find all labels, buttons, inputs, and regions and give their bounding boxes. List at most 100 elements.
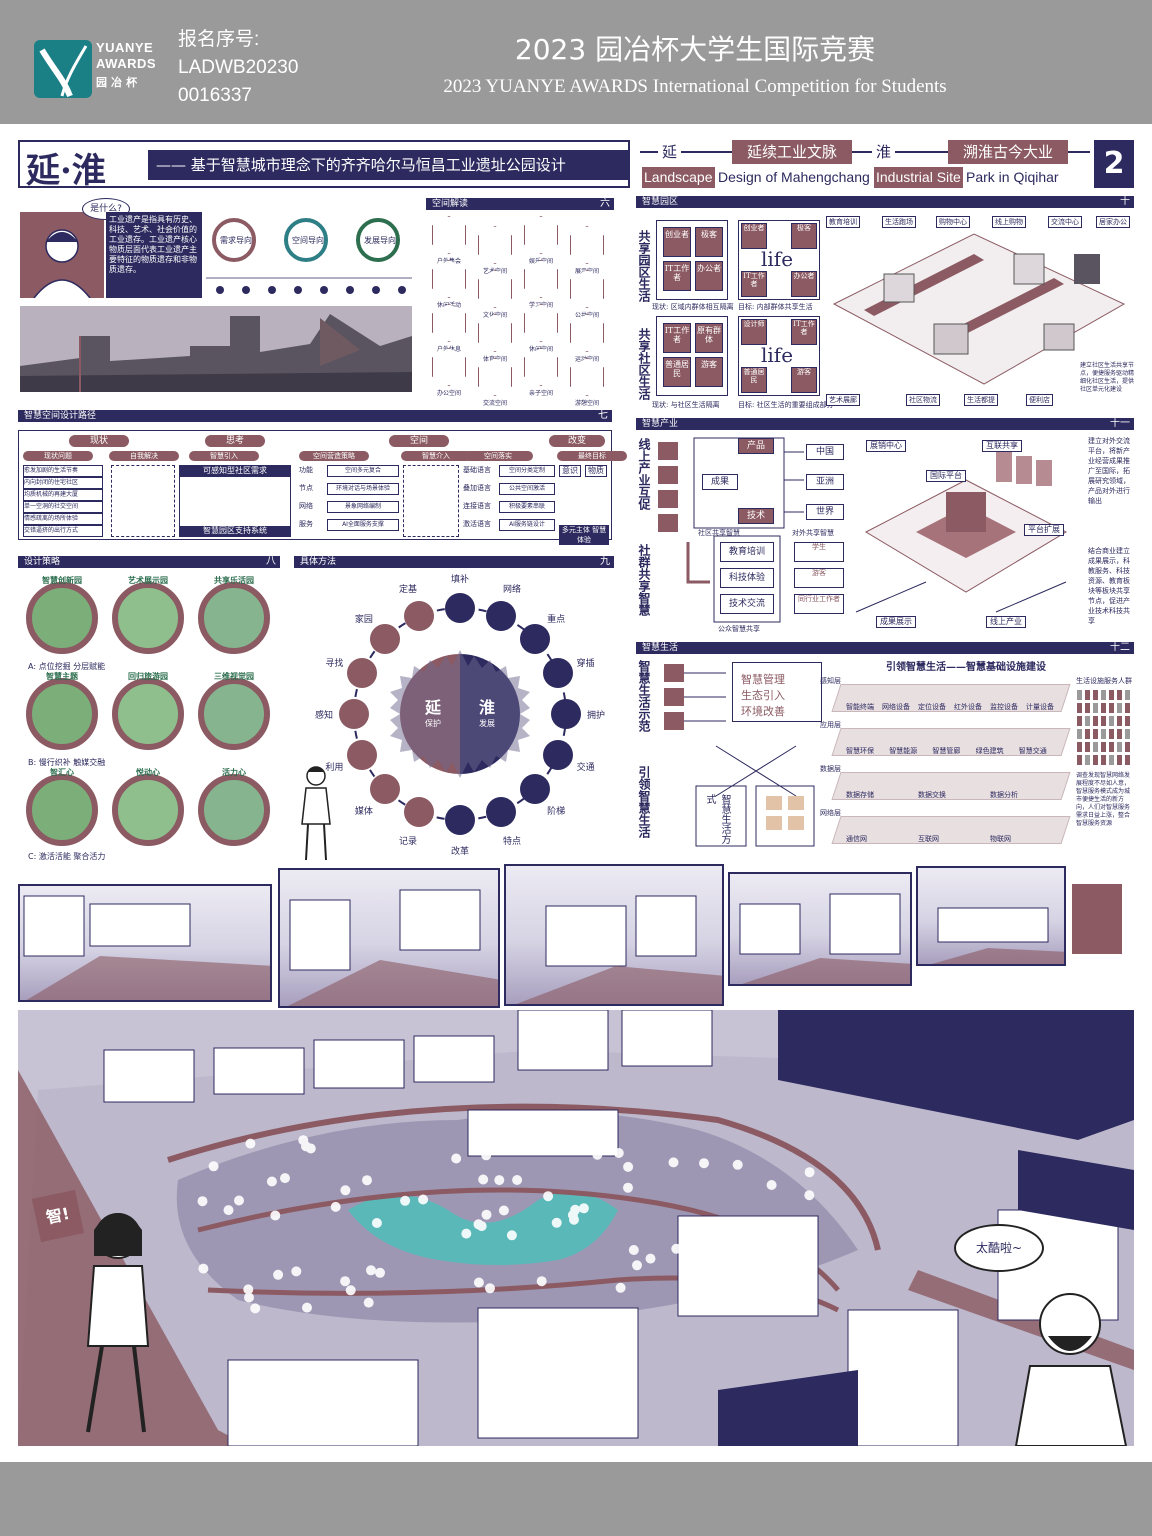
reg-number-1: LADWB20230 xyxy=(178,57,299,78)
person-icon xyxy=(1077,729,1082,739)
path-strategy-value: 空间多元复合 xyxy=(327,465,399,477)
life-v2: 引领智慧生活 xyxy=(637,766,651,838)
person-icon xyxy=(1125,716,1130,726)
path-subtab: 现状问题 xyxy=(23,451,93,461)
tree-icon xyxy=(418,1194,429,1205)
person-icon xyxy=(1085,716,1090,726)
slogan-char-2: 淮 xyxy=(872,140,896,164)
park-isometric-illustration: 教育培训生活跑场购物中心线上购物交流中心居家办公艺术展廊社区物流生活都提便利店 xyxy=(824,214,1134,410)
tree-icon xyxy=(481,1150,492,1161)
person-icon xyxy=(1117,703,1122,713)
life-side-note: 调查发现智慧网络发展程度不尽如人意，智慧服务模式成为城市便捷生活的新方向，人们对… xyxy=(1076,772,1131,827)
path-goal-label: 多元主体 智慧体验 xyxy=(559,525,609,545)
person-icon xyxy=(1085,729,1090,739)
life-layer-item: 互联网 xyxy=(918,835,939,843)
eng-word-2: Design of Mahengchang xyxy=(718,169,870,185)
tree-icon xyxy=(461,1228,472,1239)
path-subtab-row: 现状问题自我解决智慧引入空间营造策略智慧介入空间落实最终目标 xyxy=(19,451,627,461)
tree-icon xyxy=(363,1297,374,1308)
park-group-box: 普通居民 xyxy=(741,367,767,393)
life-layer-item: 智能终端 xyxy=(846,703,874,711)
perspective-5 xyxy=(916,866,1066,966)
industry-edu-item: 教育培训 xyxy=(720,542,774,562)
intro-panel: 是什么? 工业遗产是指具有历史、科技、艺术、社会价值的工业遗存。工业遗产核心物质… xyxy=(20,198,412,302)
slogan-phrase-2: 溯淮古今大业 xyxy=(948,140,1068,164)
life-heading: 引领智慧生活——智慧基础设施建设 xyxy=(886,662,1046,673)
space-hex xyxy=(478,270,512,308)
eng-word-4: Park in Qiqihar xyxy=(966,169,1059,185)
industry-region: 亚洲 xyxy=(806,474,844,490)
park-iso-note: 建立社区生活共享节点，便捷服务驱动精细化社区生活，提供社区单元化建设 xyxy=(1080,362,1135,393)
path-tab-row: 现状 思考 空间 改变 xyxy=(19,435,613,447)
industry-note-2: 结合商业建立成果展示，科教服务、科技资源、教育板块等板块共享节点，促进产业技术科… xyxy=(1088,547,1130,625)
people-pictogram xyxy=(1077,690,1130,765)
tree-icon xyxy=(375,1267,385,1278)
path-tab-2: 思考 xyxy=(205,435,265,447)
method-icon xyxy=(370,624,401,655)
person-icon xyxy=(1109,703,1114,713)
method-header: 具体方法 九 xyxy=(294,556,614,568)
person-icon xyxy=(1077,716,1082,726)
life-layer-item: 智慧环保 xyxy=(846,747,874,755)
header-band xyxy=(0,0,1152,124)
person-icon xyxy=(1085,690,1090,700)
tree-icon xyxy=(280,1173,290,1184)
perspective-3 xyxy=(504,864,724,1006)
path-space-value: AI服务链设计 xyxy=(499,519,555,531)
path-subtab: 空间落实 xyxy=(463,451,533,461)
tree-icon xyxy=(234,1195,244,1206)
page-number: 2 xyxy=(1094,140,1134,188)
space-hex-grid: 户外集会艺术空间娱乐空间展示空间休闲活动文化空间学习空间公共空间户外休息体育空间… xyxy=(426,212,614,407)
tree-icon xyxy=(645,1253,656,1264)
smart-industry-panel: 线上产业互促 社群共享智慧 产品成果技术中国亚洲世界社区共享智慧对外共享智慧教育… xyxy=(636,432,1134,636)
person-icon xyxy=(1093,729,1098,739)
tree-icon xyxy=(223,1205,234,1216)
tree-icon xyxy=(804,1190,815,1201)
person-icon xyxy=(1125,729,1130,739)
person-icon xyxy=(1109,742,1114,752)
space-hex xyxy=(478,226,512,264)
park-group-box: IT工作者 xyxy=(791,319,817,345)
tree-icon xyxy=(623,1182,633,1193)
industry-target: 学生 xyxy=(794,542,844,562)
strategy-badge-label: 三维视觉园 xyxy=(214,672,254,681)
park-iso-tag: 生活都提 xyxy=(964,394,998,406)
industry-target: 同行业工作者 xyxy=(794,594,844,614)
strategy-badge xyxy=(198,582,270,654)
park-group-box: IT工作者 xyxy=(741,271,767,297)
tree-icon xyxy=(592,1149,603,1160)
path-space-value: 空间分类定制 xyxy=(499,465,555,477)
strategy-num: 八 xyxy=(266,556,276,567)
life-layer-label: 感知层 xyxy=(820,677,841,685)
tree-icon xyxy=(270,1210,281,1221)
tree-icon xyxy=(615,1282,626,1293)
life-layer-item: 红外设备 xyxy=(954,703,982,711)
tree-icon xyxy=(512,1175,523,1185)
tree-icon xyxy=(613,1148,624,1158)
smart-industry-title: 智慧产业 xyxy=(642,419,679,429)
path-space-label: 叠加语言 xyxy=(463,484,491,492)
life-flow-lines xyxy=(664,664,815,847)
reg-number-2: 0016337 xyxy=(178,85,252,106)
life-side-title: 生活设施服务人群 xyxy=(1076,677,1132,685)
life-layer-item: 数据分析 xyxy=(990,791,1018,799)
intro-figure xyxy=(20,212,104,299)
space-hex xyxy=(432,348,466,386)
path-problem-item: 均质机械的再建大厦 xyxy=(23,489,103,501)
space-hex xyxy=(432,304,466,342)
tree-icon xyxy=(478,1174,489,1185)
industry-isometric-illustration: 展销中心互联共享国际平台平台扩展成果展示线上产业 xyxy=(846,432,1086,632)
tree-icon xyxy=(198,1263,209,1274)
strategy-title: 设计策略 xyxy=(24,557,61,567)
aerial-masterplan: 智! 太酷啦~ xyxy=(18,1010,1134,1446)
industry-v1: 线上产业互促 xyxy=(637,438,651,510)
method-label: 穿插 xyxy=(576,658,595,669)
park-group-box: 办公者 xyxy=(695,261,723,291)
strategy-badge xyxy=(198,774,270,846)
person-icon xyxy=(1101,703,1106,713)
person-icon xyxy=(1109,690,1114,700)
park-group-box: 普通居民 xyxy=(663,357,691,387)
space-hex xyxy=(524,216,558,254)
method-label: 网络 xyxy=(503,585,522,596)
